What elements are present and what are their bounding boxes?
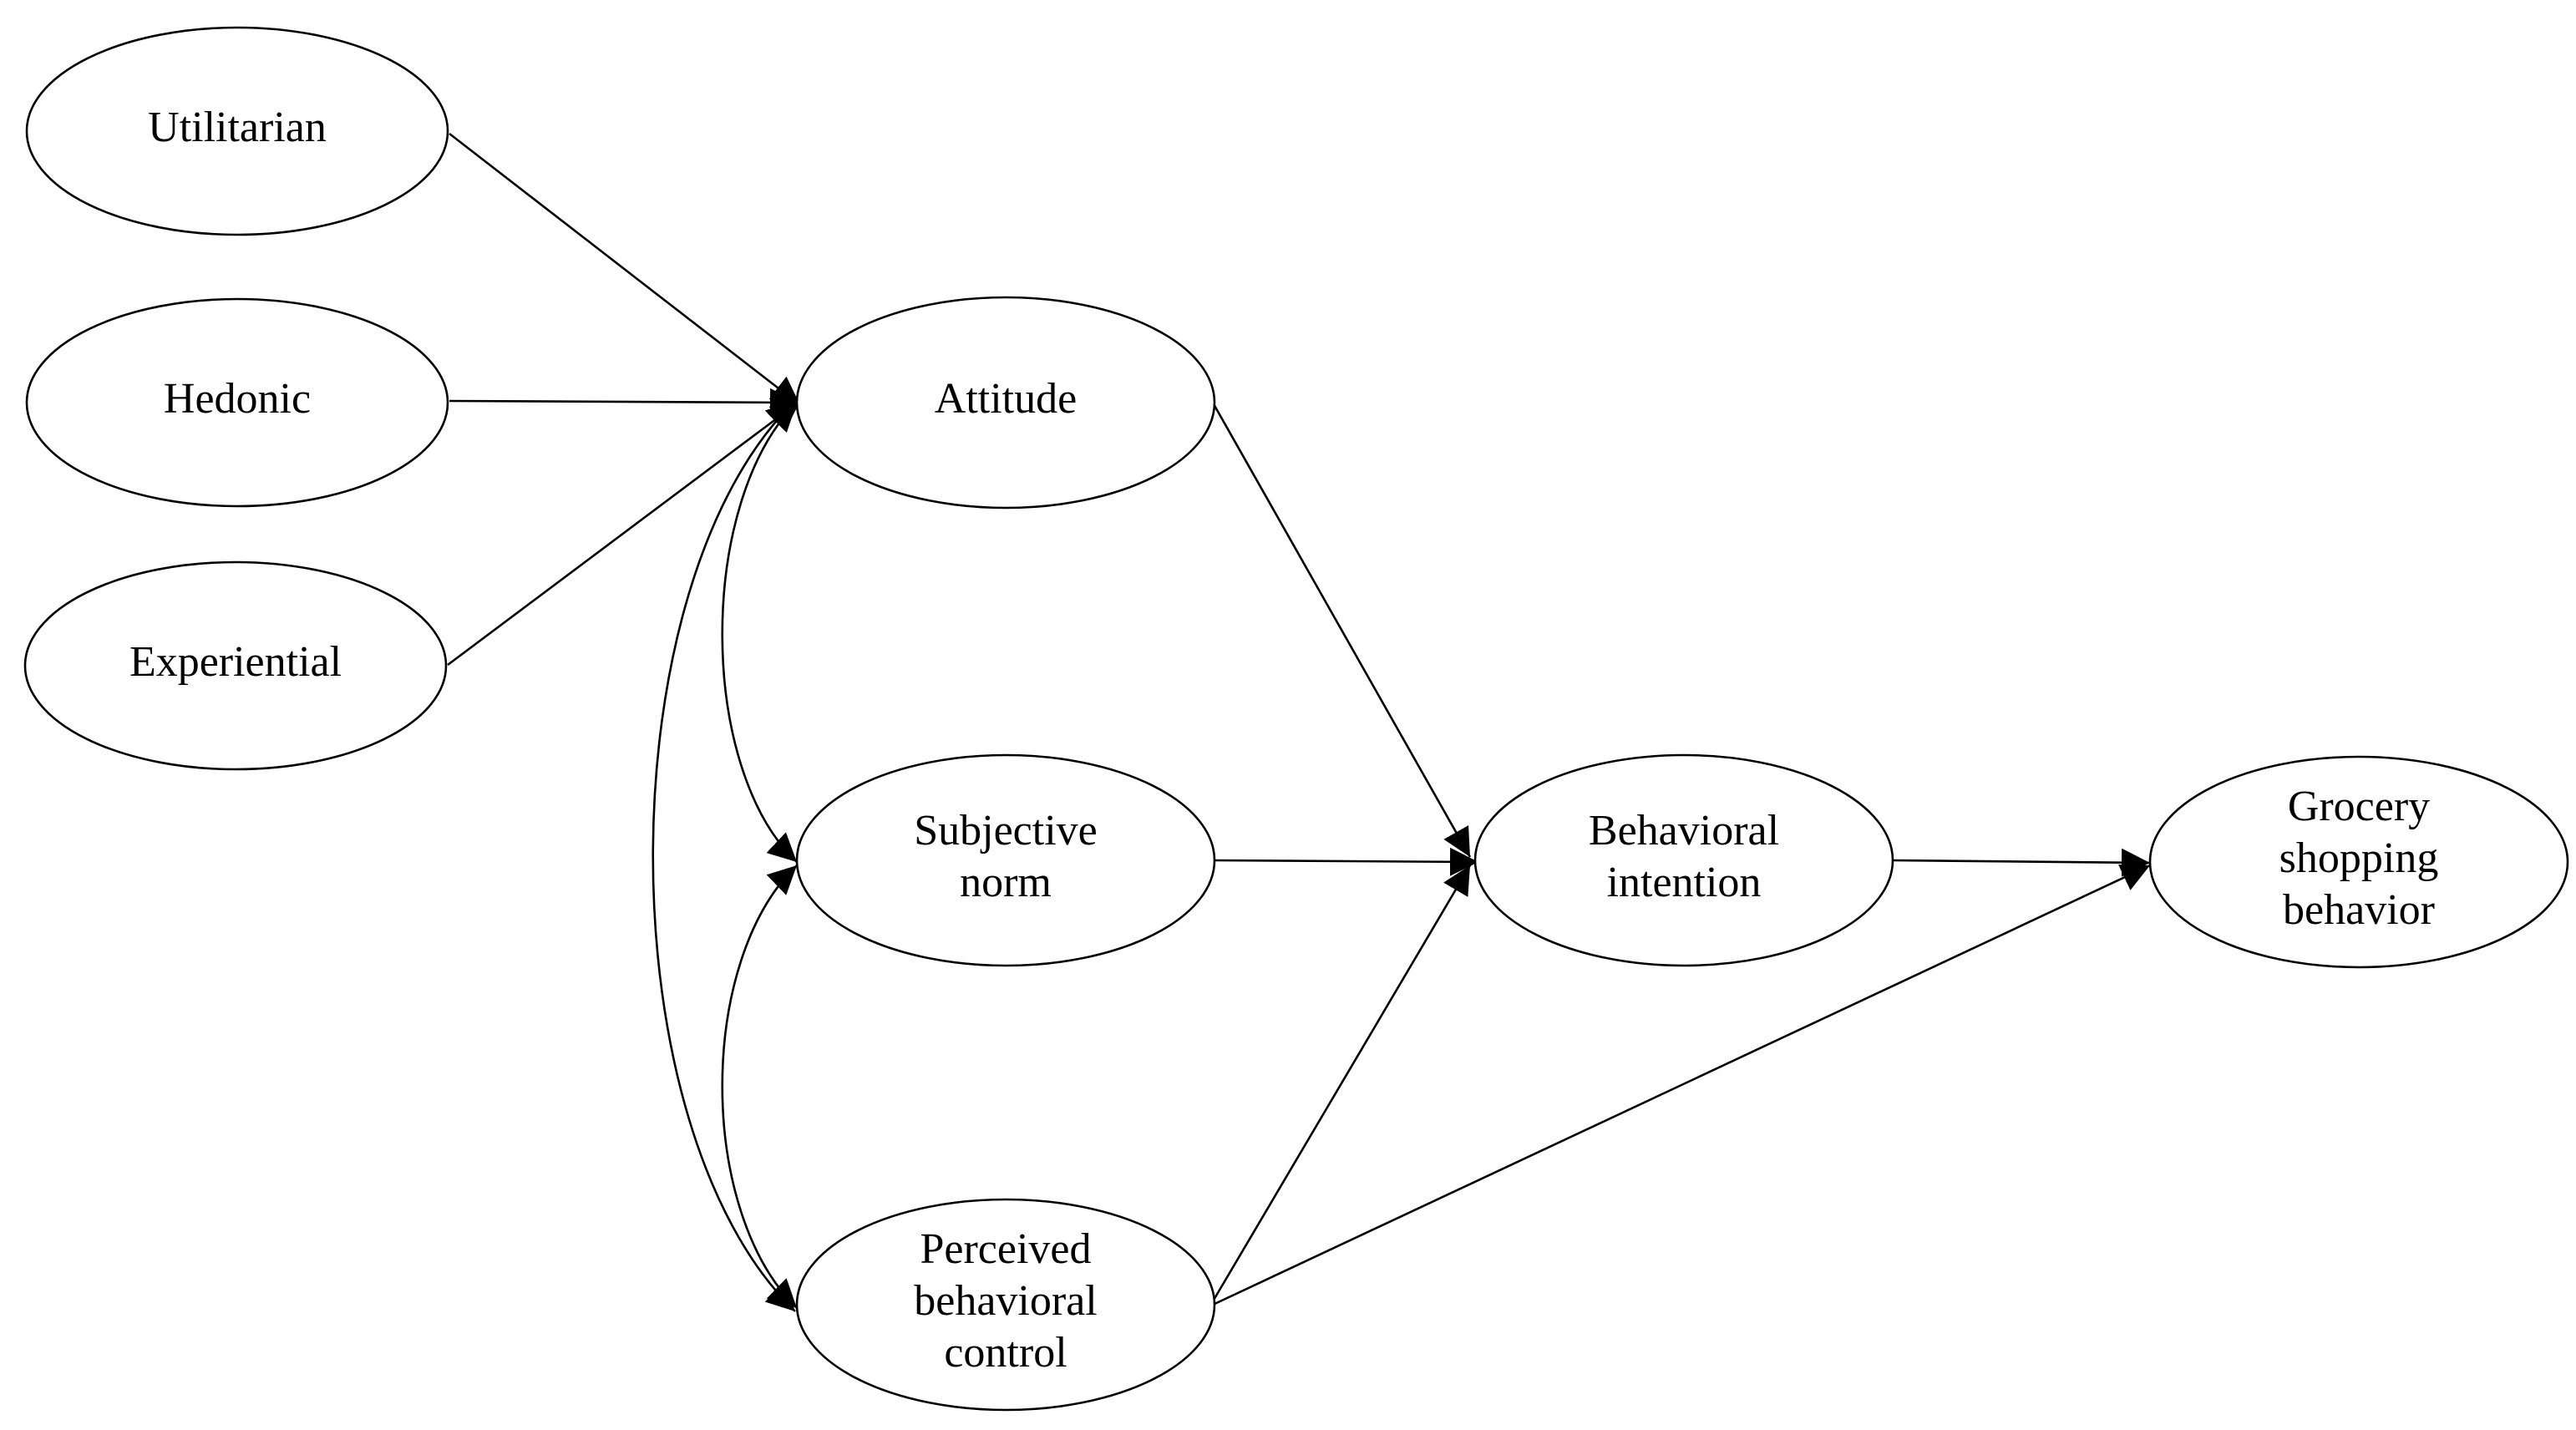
node-utilitarian: Utilitarian: [25, 26, 449, 236]
node-label: Hedonic: [164, 375, 311, 423]
node-label: Behavioral intention: [1589, 807, 1779, 906]
node-label-line: Subjective: [914, 807, 1098, 854]
node-label-line: Perceived: [920, 1225, 1091, 1273]
node-label-line: Grocery: [2288, 783, 2430, 830]
node-label-line: Experiential: [129, 638, 342, 686]
node-label-line: Behavioral: [1589, 807, 1779, 854]
node-label-line: behavioral: [914, 1277, 1097, 1325]
edge-behavioral-intention-to-grocery-behavior: [1892, 848, 2151, 877]
correlation-subjective-norm-perceived-control: [721, 865, 798, 1309]
node-label: Experiential: [129, 638, 342, 686]
node-subjective-norm: Subjective norm: [795, 753, 1216, 967]
edge-perceived-control-to-grocery-behavior: [1212, 864, 2151, 1306]
nodes-group: Utilitarian Hedonic Experiential Attitud…: [23, 26, 2569, 1412]
node-label-line: norm: [960, 859, 1052, 906]
edge-utilitarian-to-attitude: [449, 132, 801, 407]
node-label-line: Hedonic: [164, 375, 311, 423]
node-label-line: intention: [1607, 859, 1762, 906]
node-behavioral-intention: Behavioral intention: [1473, 753, 1894, 967]
edges-group: [447, 132, 2151, 1312]
node-label-line: Utilitarian: [148, 104, 327, 151]
edge-hedonic-to-attitude: [449, 388, 799, 417]
correlation-attitude-subjective-norm: [721, 402, 798, 863]
edge-experiential-to-attitude: [447, 399, 801, 667]
node-label: Attitude: [935, 375, 1077, 423]
node-label-line: behavior: [2283, 886, 2435, 934]
node-experiential: Experiential: [23, 560, 448, 771]
edge-attitude-to-behavioral-intention: [1211, 402, 1472, 858]
edge-perceived-control-to-behavioral-intention: [1211, 865, 1472, 1302]
node-attitude: Attitude: [795, 296, 1216, 510]
node-label-line: Attitude: [935, 375, 1077, 423]
node-label-line: control: [944, 1329, 1067, 1377]
node-label-line: shopping: [2279, 834, 2439, 882]
node-label: Subjective norm: [914, 807, 1098, 906]
correlation-attitude-perceived-control: [652, 400, 796, 1312]
node-hedonic: Hedonic: [25, 297, 449, 508]
edge-subjective-norm-to-behavioral-intention: [1212, 847, 1479, 876]
node-label: Utilitarian: [148, 104, 327, 151]
